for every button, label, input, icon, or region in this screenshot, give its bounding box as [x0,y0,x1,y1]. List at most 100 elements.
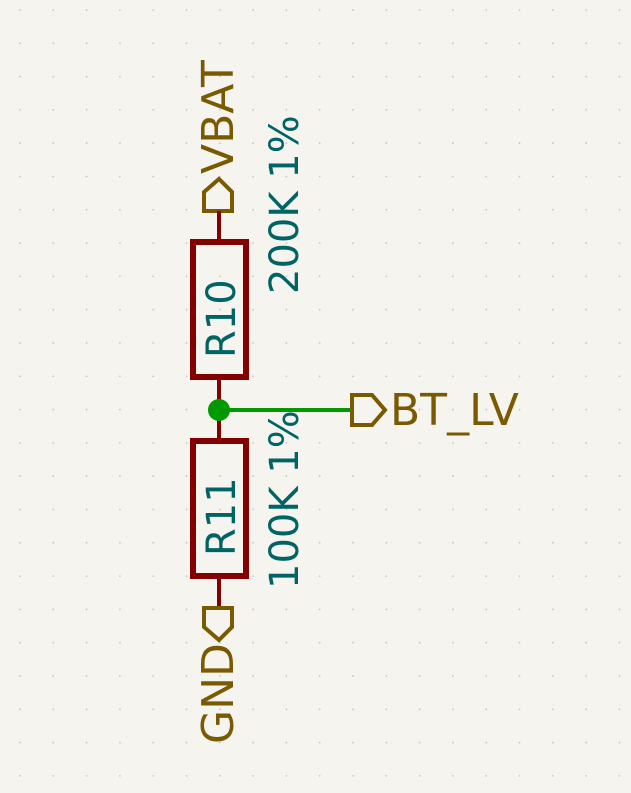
grid-dot [485,75,488,78]
bt-lv-net-label[interactable]: BT_LV [350,385,519,436]
grid-dot [418,275,421,278]
grid-dot [318,208,321,211]
grid-dot [252,541,255,544]
grid-dot [585,741,587,744]
grid-dot [452,541,454,544]
grid-dot [585,109,587,111]
grid-dot [518,375,521,378]
grid-dot [318,575,321,577]
grid-dot [618,741,621,744]
gnd-power-port[interactable]: GND [193,606,244,744]
resistor-r10[interactable]: R10 200K 1% [190,115,308,380]
grid-dot [85,475,88,478]
grid-dot [485,541,488,544]
grid-dot [52,408,55,411]
grid-dot [19,308,21,311]
grid-dot [352,342,354,344]
grid-dot [119,475,121,478]
grid-dot [585,675,587,677]
grid-dot [19,408,21,411]
grid-dot [85,175,88,178]
grid-dot [418,708,421,711]
grid-dot [252,242,255,245]
grid-dot [318,42,321,45]
grid-dot [518,175,521,178]
grid-dot [152,408,155,411]
grid-dot [551,775,554,777]
grid-dot [352,641,354,644]
grid-dot [485,608,488,611]
grid-dot [152,675,155,677]
grid-dot [119,741,121,744]
grid-dot [152,242,155,245]
grid-dot [285,575,288,577]
grid-dot [218,475,221,478]
grid-dot [585,641,587,644]
grid-dot [551,242,554,245]
grid-dot [318,541,321,544]
grid-dot [418,42,421,45]
grid-dot [218,75,221,78]
grid-dot [19,375,21,378]
grid-dot [152,75,155,78]
grid-dot [585,608,587,611]
grid-dot [485,508,488,511]
grid-dot [385,109,388,111]
grid-dot [551,442,554,444]
grid-dot [518,608,521,611]
grid-dot [185,575,188,577]
grid-dot [352,442,354,444]
grid-dot [252,142,255,145]
grid-dot [518,508,521,511]
grid-dot [285,641,288,644]
grid-dot [52,75,55,78]
grid-dot [119,142,121,145]
grid-dot [452,75,454,78]
bt-lv-label: BT_LV [390,385,519,436]
grid-dot [618,208,621,211]
grid-dot [452,608,454,611]
grid-dot [352,208,354,211]
grid-dot [218,42,221,45]
grid-dot [252,475,255,478]
grid-dot [318,375,321,378]
grid-dot [318,675,321,677]
grid-dot [285,142,288,145]
grid-dot [585,541,587,544]
grid-dot [352,541,354,544]
grid-dot [285,375,288,378]
grid-dot [418,308,421,311]
grid-dot [585,508,587,511]
grid-dot [85,375,88,378]
grid-dot [285,708,288,711]
grid-dot [352,75,354,78]
grid-dot [551,42,554,45]
grid-dot [185,708,188,711]
grid-dot [152,475,155,478]
grid-dot [285,308,288,311]
grid-dot [352,575,354,577]
grid-dot [285,342,288,344]
grid-dot [119,708,121,711]
grid-dot [52,242,55,245]
grid-dot [85,308,88,311]
grid-dot [352,708,354,711]
grid-dot [19,208,21,211]
gnd-port-symbol [202,606,234,643]
grid-dot [485,142,488,145]
grid-dot [252,375,255,378]
grid-dot [285,675,288,677]
grid-dot [452,242,454,245]
grid-dot [585,575,587,577]
grid-dot [452,475,454,478]
grid-dot [152,42,155,45]
junction-dot [208,399,230,421]
grid-dot [85,575,88,577]
grid-dot [551,508,554,511]
grid-dot [418,541,421,544]
grid-dot [19,475,21,478]
vbat-power-port[interactable]: VBAT [193,60,244,213]
grid-dot [52,541,55,544]
grid-dot [52,575,55,577]
